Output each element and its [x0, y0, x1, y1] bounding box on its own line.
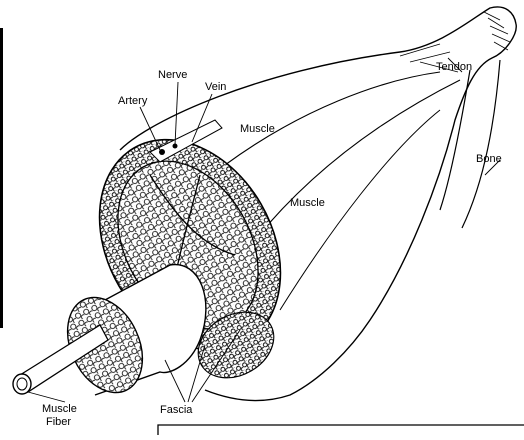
label-tendon: Tendon — [436, 61, 472, 73]
tendon-hatching — [400, 12, 510, 62]
muscle-division-middle — [255, 80, 460, 240]
left-border — [0, 28, 3, 328]
label-muscle-upper: Muscle — [240, 123, 275, 135]
label-muscle-middle: Muscle — [290, 197, 325, 209]
label-muscle-fiber-1: Muscle — [42, 403, 77, 415]
label-bone: Bone — [476, 153, 502, 165]
label-vein: Vein — [205, 81, 226, 93]
caption-frame — [158, 425, 524, 435]
label-nerve: Nerve — [158, 69, 187, 81]
label-artery: Artery — [118, 95, 148, 107]
muscle-fiber-end — [13, 374, 31, 394]
muscle-division-upper — [225, 72, 440, 165]
label-fascia: Fascia — [160, 404, 193, 416]
label-muscle-fiber-2: Fiber — [46, 416, 71, 428]
